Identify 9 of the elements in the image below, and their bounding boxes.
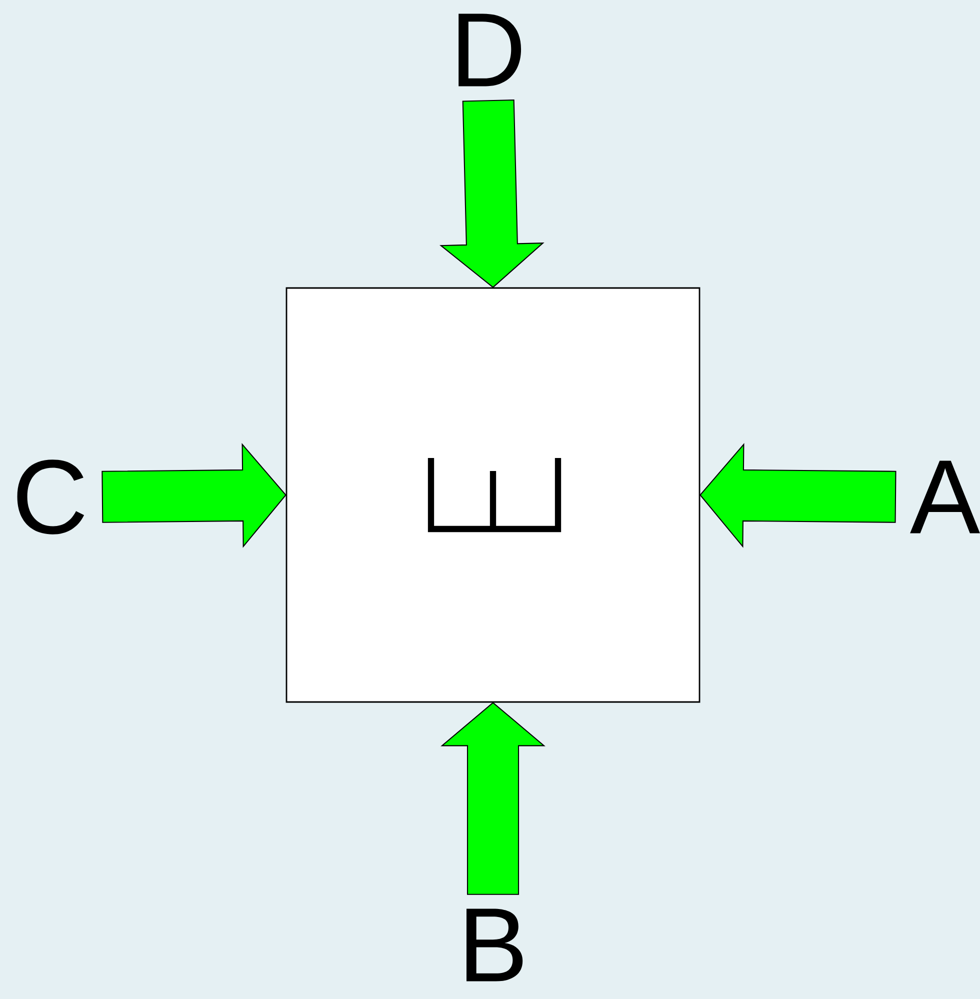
block-arrow bbox=[102, 443, 286, 548]
letter-label: A bbox=[910, 460, 980, 534]
block-arrow bbox=[440, 99, 544, 288]
letter-label: C bbox=[17, 460, 84, 534]
letter-label: B bbox=[466, 908, 523, 982]
block-arrow bbox=[700, 442, 896, 548]
block-arrow bbox=[440, 702, 546, 895]
square-box bbox=[286, 287, 700, 703]
letter-label: D bbox=[458, 14, 522, 86]
